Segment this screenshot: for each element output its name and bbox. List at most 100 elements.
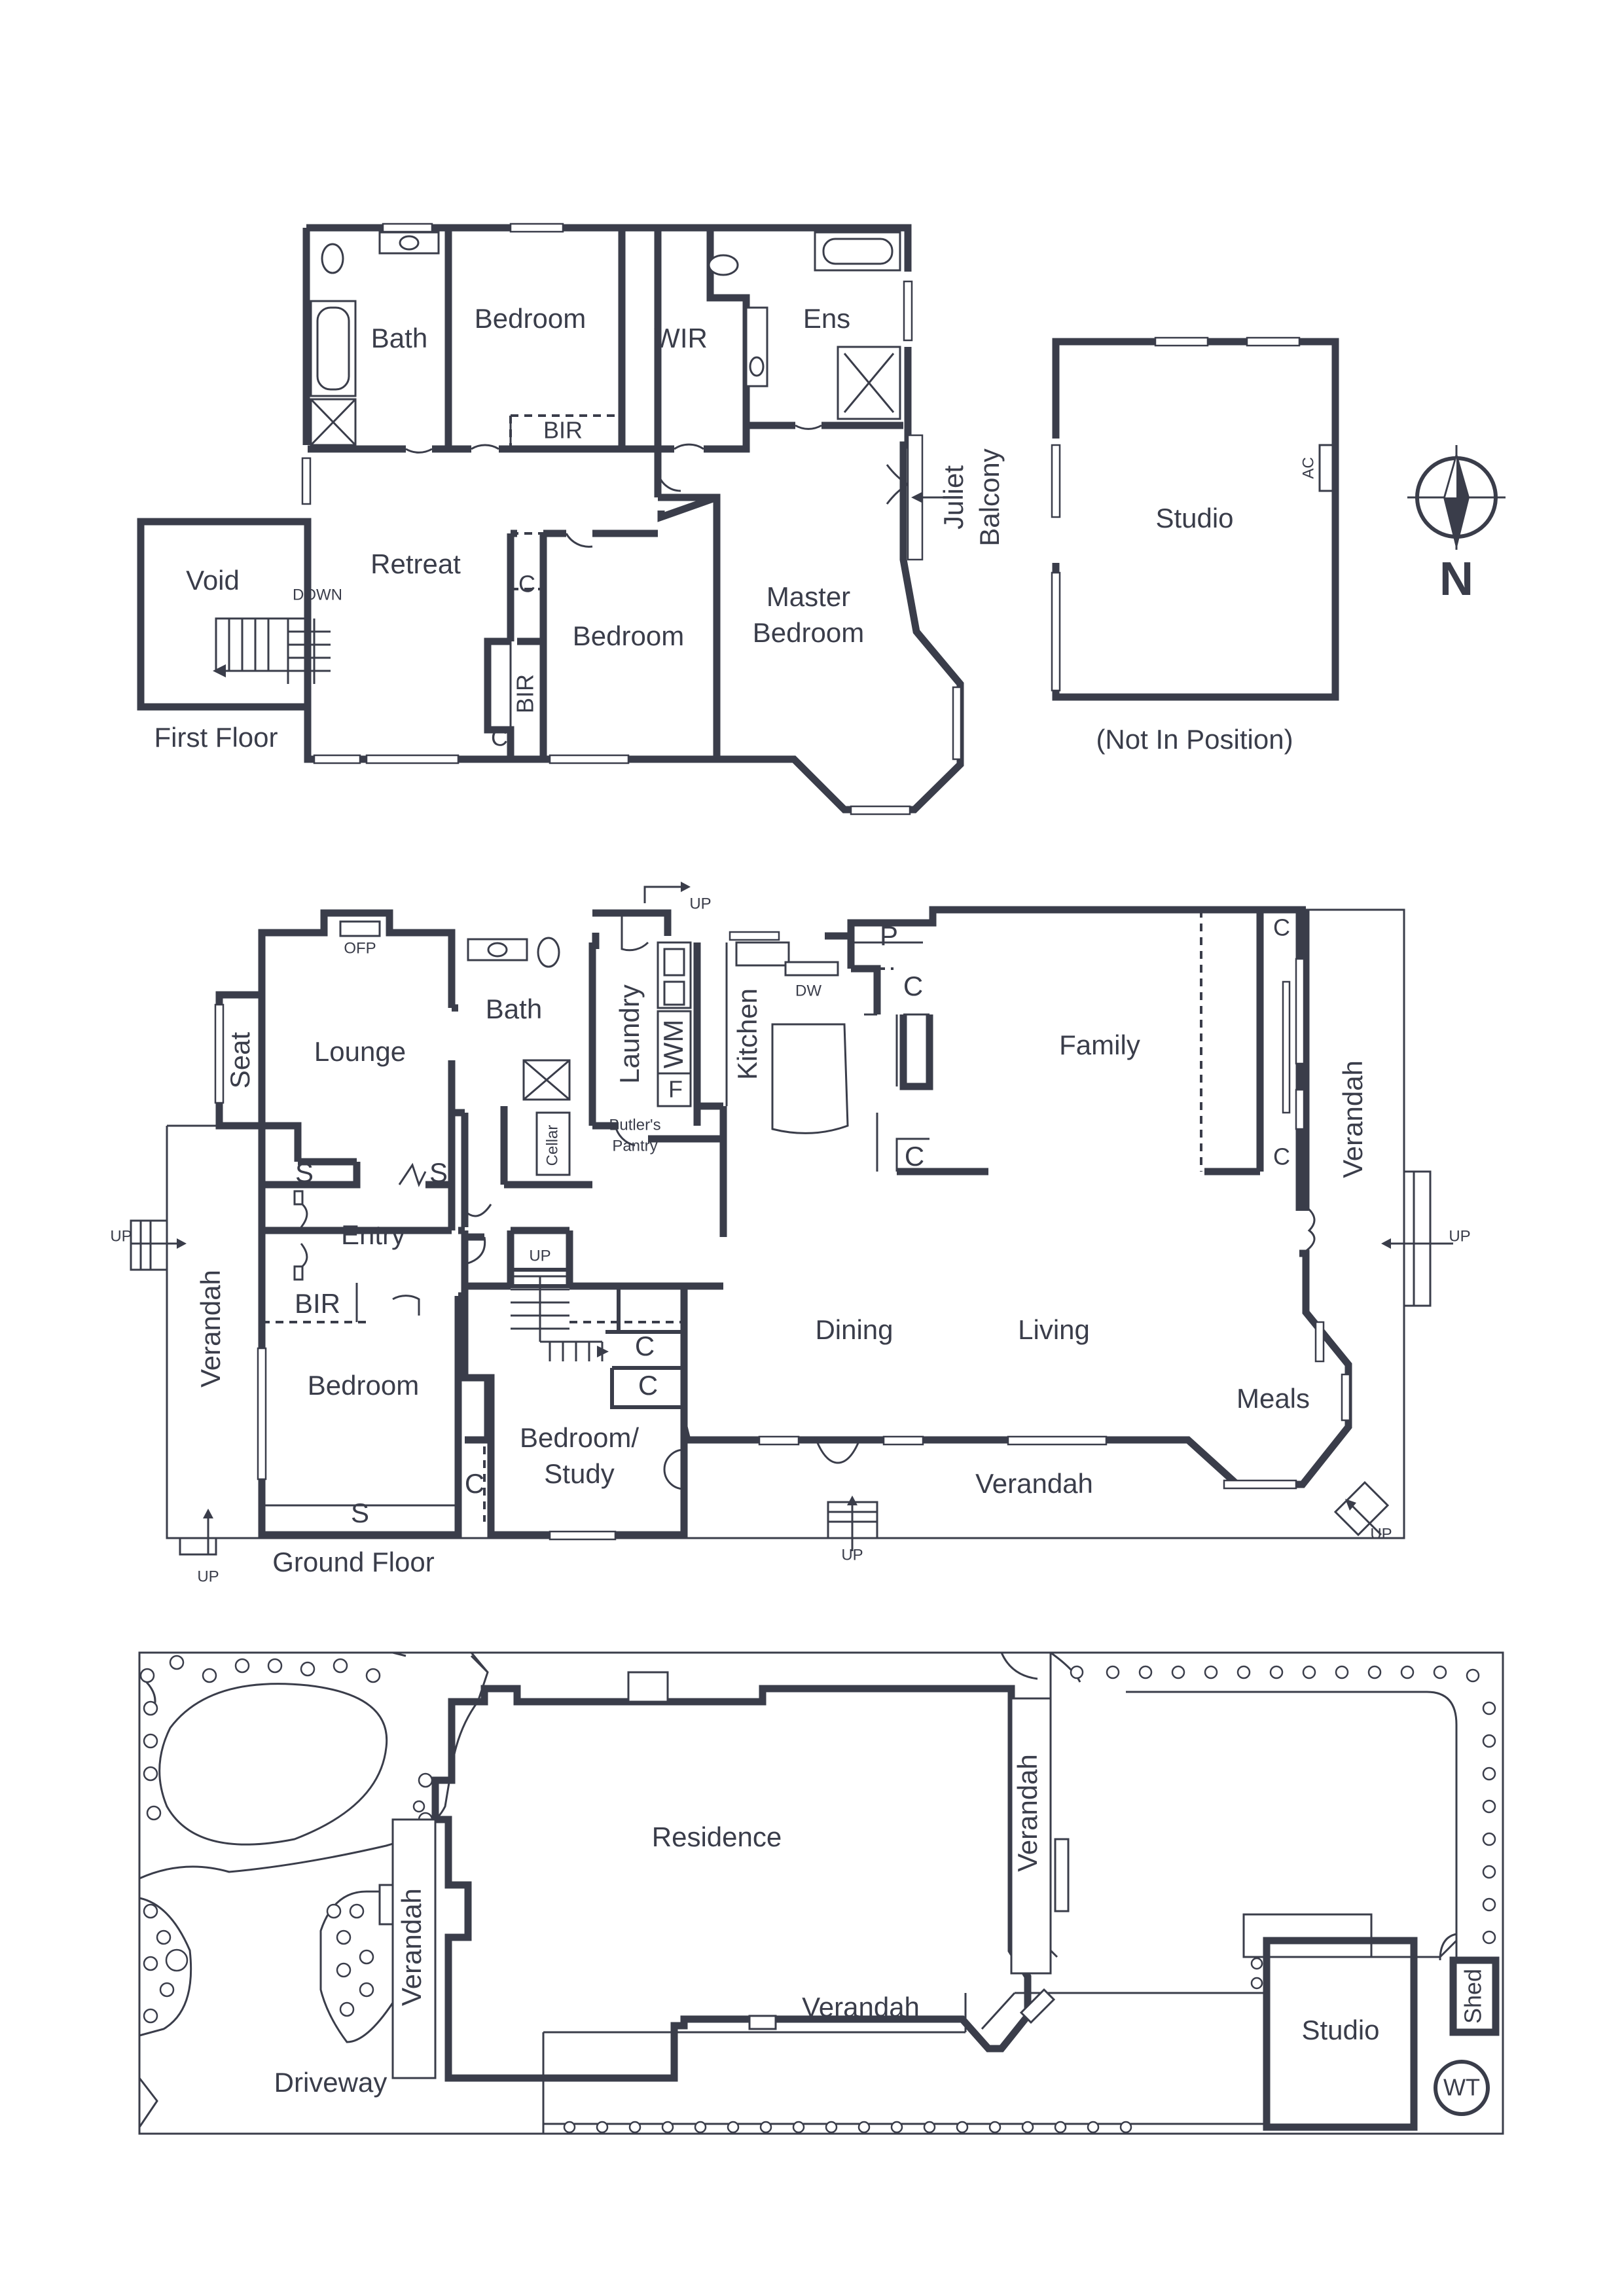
shelf-label: S (429, 1157, 448, 1188)
up-arrow-head (681, 882, 691, 892)
shrub (1400, 1665, 1415, 1679)
door-swing (405, 448, 433, 454)
shrub (923, 2121, 936, 2134)
down-arrow-head (213, 664, 226, 677)
shrub (143, 1700, 158, 1716)
washing-machine-label: WM (658, 1020, 689, 1069)
site-studio-label: Studio (1301, 2015, 1379, 2045)
site-verandah-bottom-label: Verandah (802, 1992, 920, 2022)
site-plan: Residence Verandah Verandah Verandah Dri… (138, 1651, 1504, 2135)
up-label: UP (1449, 1227, 1470, 1245)
shrub (326, 1903, 342, 1919)
window (257, 1347, 267, 1480)
room-label-void: Void (186, 565, 240, 596)
shrub (1335, 1665, 1349, 1679)
ground-floor-thin-walls (262, 941, 929, 1507)
window (549, 754, 630, 764)
shrub (727, 2121, 740, 2134)
shrub (1433, 1665, 1447, 1679)
window (1007, 1435, 1108, 1446)
door-swing (471, 444, 499, 450)
residence-outline (431, 1685, 1032, 2082)
window (214, 1003, 225, 1104)
door-swing (614, 1125, 636, 1147)
window (1051, 444, 1061, 518)
room-label-master-line2: Bedroom (753, 617, 864, 648)
up-label: UP (110, 1227, 132, 1245)
shrub (1482, 1701, 1496, 1715)
ground-floor-caption: Ground Floor (272, 1547, 434, 1577)
site-verandah-left-label: Verandah (396, 1888, 427, 2006)
shrub (418, 1772, 433, 1788)
window (1051, 571, 1061, 692)
kitchen-sink (735, 941, 790, 967)
closet-label: C (518, 571, 535, 598)
up-arrow-line (643, 886, 681, 903)
room-label-retreat: Retreat (370, 548, 461, 579)
fireplace (339, 920, 381, 937)
shrub (336, 1929, 352, 1945)
site-step (378, 1884, 394, 1926)
door-swing (463, 1204, 492, 1265)
up-label: UP (1370, 1525, 1392, 1543)
garden-bed-oval (158, 1683, 388, 1846)
room-label-bedroom-study-line1: Bedroom/ (520, 1422, 639, 1453)
void-wall (137, 518, 312, 711)
shrub (1250, 1977, 1263, 1990)
step (130, 1219, 168, 1271)
room-label-kitchen: Kitchen (732, 988, 763, 1080)
shed-building (1449, 1956, 1500, 2036)
window (301, 457, 312, 505)
cellar-label: Cellar (543, 1125, 561, 1166)
room-label-laundry: Laundry (614, 984, 645, 1084)
window (1223, 1479, 1297, 1490)
shrub (628, 2121, 641, 2134)
door-swing (814, 1436, 862, 1464)
room-label-bath: Bath (486, 994, 542, 1024)
butlers-pantry-line1: Butler's (609, 1116, 660, 1134)
tree (165, 1948, 189, 1972)
door-swing (398, 1162, 427, 1187)
room-label-bedroom: Bedroom (573, 620, 684, 651)
shrub (143, 1956, 158, 1971)
shrub (825, 2121, 838, 2134)
garden-bed-outline (138, 1655, 489, 2128)
window (1295, 958, 1305, 1065)
shrub (1482, 1767, 1496, 1781)
shrub (156, 1929, 171, 1945)
window (313, 754, 361, 764)
shower-cross (310, 398, 357, 446)
bath-shower-cross (523, 1059, 570, 1101)
shrub (1250, 1957, 1263, 1970)
shrub (267, 1658, 283, 1674)
ens-toilet (708, 254, 739, 276)
water-tank (1434, 2060, 1490, 2116)
laundry-sink (663, 948, 685, 977)
studio-label: Studio (1155, 503, 1233, 533)
closet-label: C (491, 725, 508, 751)
residence-verandah-right (1010, 1697, 1052, 1975)
window (1314, 1321, 1325, 1363)
shrub (694, 2121, 707, 2134)
pantry-label: P (880, 920, 898, 951)
entry-door-jamb (293, 1190, 304, 1206)
driveway-lines (542, 1992, 1263, 2134)
up-label: UP (529, 1247, 550, 1265)
door-swing (1302, 1203, 1316, 1255)
shrub (1171, 1665, 1185, 1679)
ac-unit (1318, 444, 1334, 492)
stairs-down-label: DOWN (293, 586, 342, 603)
compass-needle-half (1445, 458, 1456, 497)
room-label-meals: Meals (1236, 1383, 1310, 1414)
ground-stairs (511, 1275, 604, 1361)
closet-label: C (638, 1370, 658, 1401)
shrub (1482, 1865, 1496, 1879)
closet-label: C (1273, 914, 1290, 941)
garden-path (1049, 1653, 1458, 1958)
shrub (1482, 1832, 1496, 1846)
butlers-pantry-line2: Pantry (612, 1137, 657, 1155)
closet-label: C (465, 1468, 484, 1499)
compass-needle (1443, 452, 1470, 550)
shrub (1482, 1930, 1496, 1945)
